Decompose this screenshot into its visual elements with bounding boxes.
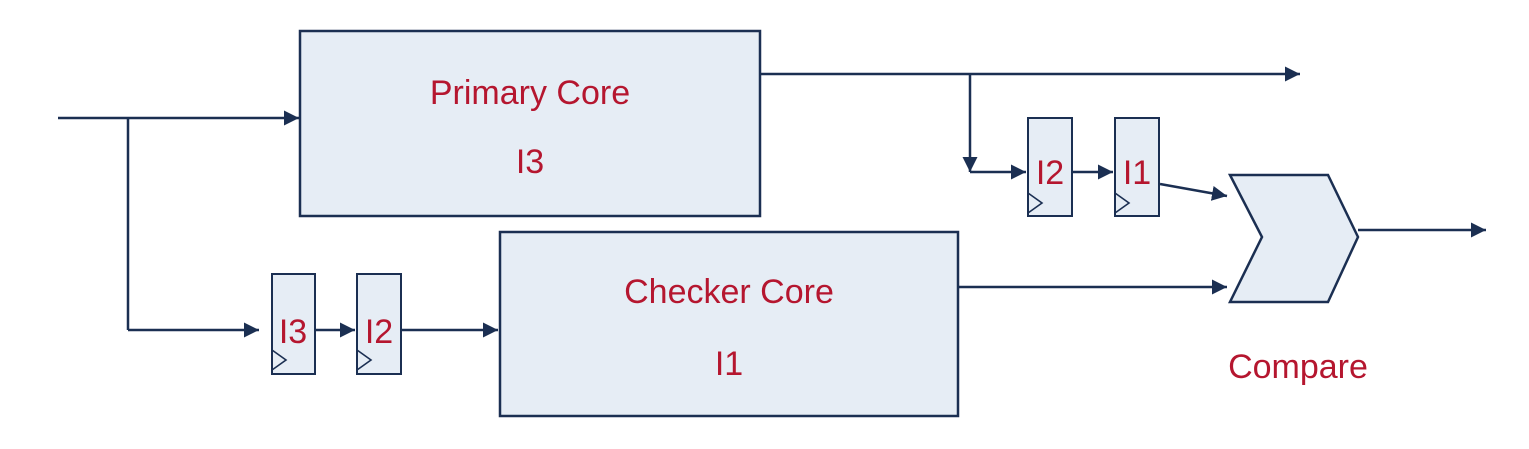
delay-register-box	[1114, 117, 1160, 217]
primary-core-name: Primary Core	[430, 74, 630, 112]
wires	[58, 66, 1486, 338]
delay-register-label: I2	[1036, 154, 1064, 192]
checker-core-block: Checker Core I1	[498, 230, 960, 418]
input-delay-register-i2: I2	[356, 273, 402, 375]
clock-edge-icon	[356, 349, 373, 371]
delay-register-label: I1	[1123, 154, 1151, 192]
comparator-label: Compare	[1228, 348, 1368, 386]
output-delay-register-i1: I1	[1114, 117, 1160, 217]
checker-core-box	[498, 230, 960, 418]
comparator-block: Compare	[1227, 173, 1368, 386]
output-delay-register-i2: I2	[1027, 117, 1073, 217]
delay-register-box	[271, 273, 316, 375]
primary-core-instruction: I3	[516, 143, 544, 181]
clock-edge-icon	[271, 349, 288, 371]
delay-register-label: I3	[279, 313, 307, 351]
clock-edge-icon	[1027, 192, 1044, 214]
delay-register-label: I2	[365, 313, 393, 351]
clock-edge-icon	[1114, 192, 1131, 214]
primary-core-block: Primary Core I3	[298, 29, 762, 218]
comparator-shape	[1227, 173, 1360, 304]
checker-core-instruction: I1	[715, 345, 743, 383]
input-delay-register-i3: I3	[271, 273, 316, 375]
reg-i1-to-compare-wire	[1159, 182, 1228, 201]
primary-core-box	[298, 29, 762, 218]
checker-core-name: Checker Core	[624, 273, 834, 311]
delay-register-box	[1027, 117, 1073, 217]
delay-register-box	[356, 273, 402, 375]
